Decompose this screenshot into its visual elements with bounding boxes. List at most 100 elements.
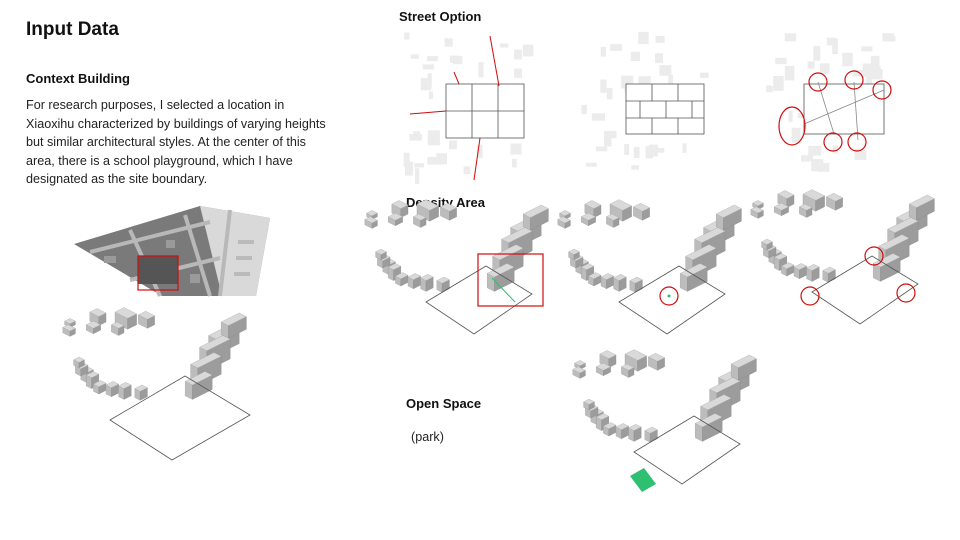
faded-building [512,158,517,168]
building-face [375,248,387,255]
building-face [793,263,808,270]
faded-building [420,78,432,91]
faded-building [405,161,414,176]
building-face [878,234,910,251]
context-building-model [62,307,251,461]
faded-building [813,46,821,61]
building-face [557,216,571,224]
faded-building [478,62,484,78]
faded-building [861,46,873,52]
street-option-grid-b [581,31,709,170]
building-face [647,352,666,362]
building-face [761,238,773,245]
building-face [364,216,378,224]
faded-building [581,104,587,115]
building-face [407,273,422,280]
faded-building [586,162,597,167]
faded-building [773,76,784,91]
context-aerial-map [74,206,270,297]
building-face [416,199,440,211]
building-face [62,324,76,332]
faded-building [463,166,471,175]
street-option-heading: Street Option [399,9,482,24]
faded-building [659,65,672,76]
faded-building [826,37,836,46]
building-face [605,213,620,221]
building-face [628,424,642,431]
faded-building [624,144,630,155]
faded-building [788,111,793,122]
faded-building [631,165,639,170]
building-face [872,253,901,268]
faded-building [854,148,867,160]
street-option-grid-a [403,32,534,184]
faded-building [775,57,787,65]
faded-building [866,70,873,86]
site-highlight-box [137,255,179,291]
building-face [580,212,597,221]
building-face [118,382,132,389]
building-face [85,320,102,329]
building-face [685,244,717,261]
faded-building [807,61,815,69]
building-face [580,263,595,271]
faded-building [499,43,509,48]
building-face [584,200,602,209]
faded-building [514,49,522,60]
faded-building [842,52,853,67]
building-face [492,244,524,261]
building-face [559,210,571,217]
building-face [387,212,404,221]
building-face [644,426,658,434]
faded-building [784,33,797,42]
building-face [773,253,788,261]
building-face [730,354,757,368]
density-highlight-box [477,253,544,307]
faded-building [453,56,463,65]
open-space-model [572,349,757,492]
faded-building [633,147,640,158]
building-face [92,380,107,388]
building-face [420,274,434,281]
faded-building [409,134,422,141]
building-face [715,204,742,218]
faded-building [655,36,665,43]
faded-building [871,69,883,80]
building-face [412,213,427,221]
faded-building [862,63,872,72]
faded-building [449,140,457,150]
building-face [572,366,586,374]
faded-building [428,91,433,100]
faded-building [410,54,419,59]
building-face [806,264,820,271]
faded-building [882,33,895,39]
building-face [777,190,795,199]
building-face [114,307,138,319]
faded-building [766,85,771,91]
building-face [184,371,213,386]
faded-building [414,163,425,168]
park-area [630,468,656,492]
faded-building [801,155,814,162]
building-face [624,349,648,361]
building-face [599,350,617,359]
building-face [587,272,602,280]
faded-building [606,88,613,100]
building-face [436,276,450,284]
faded-building [797,113,804,119]
faded-building [808,145,822,156]
faded-building [404,32,410,40]
building-face [64,318,76,325]
faded-building [655,148,665,153]
density-area-model-a [364,199,549,335]
building-face [752,200,764,207]
faded-building [648,144,658,157]
building-face [522,204,549,218]
building-face [798,203,813,211]
faded-building [427,130,440,146]
context-description: For research purposes, I selected a loca… [26,98,326,187]
faded-building [868,66,881,71]
building-face [439,202,458,212]
faded-building [476,144,483,159]
building-face [583,398,595,405]
